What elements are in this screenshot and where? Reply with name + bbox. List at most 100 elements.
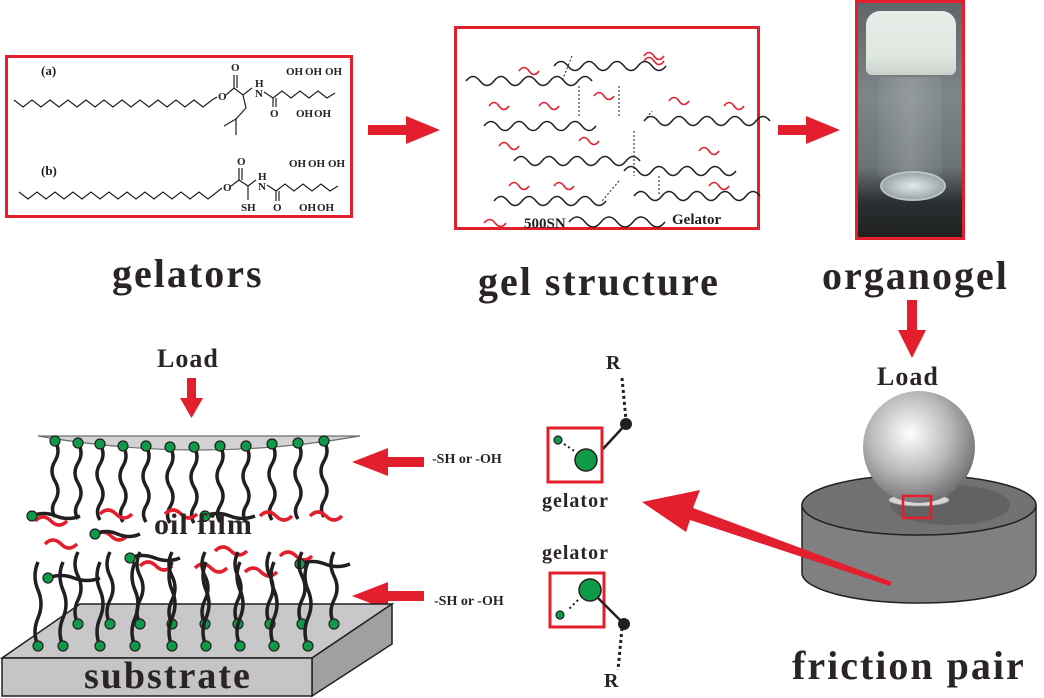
legend-gelator-swatch: [568, 216, 666, 228]
polar-head: [234, 640, 246, 652]
adsorbed-chain: [201, 561, 211, 647]
bottom-green-head-small: [555, 610, 565, 620]
legend-oil-label: 500SN: [524, 216, 566, 232]
friction-load-label: Load: [877, 362, 939, 391]
adsorbed-chain: [141, 445, 151, 523]
polar-head: [268, 640, 280, 652]
gelator-chain: [643, 115, 771, 127]
gel-structure-panel: 500SN Gelator: [454, 26, 771, 232]
polar-head: [266, 438, 278, 450]
svg-text:OH: OH: [317, 202, 335, 214]
top-green-head-large: [574, 448, 598, 472]
svg-text:OH: OH: [314, 108, 332, 120]
svg-text:O: O: [223, 182, 232, 194]
polar-head: [134, 618, 146, 630]
adsorbed-chain: [319, 440, 329, 518]
vial-base: [880, 171, 946, 201]
svg-text:OH: OH: [325, 66, 343, 78]
polar-head: [328, 618, 340, 630]
svg-text:OH: OH: [299, 202, 317, 214]
top-gelator-molecule: [546, 377, 632, 484]
polar-head: [124, 552, 136, 564]
polar-head: [89, 528, 101, 540]
polar-head: [292, 437, 304, 449]
polar-head: [72, 618, 84, 630]
gelators-label: gelators: [112, 251, 264, 296]
adsorbed-chain: [73, 551, 83, 625]
oil-molecule: [308, 510, 344, 522]
gelator-structures: (a) O O H N O OH OH OH OH OH (b) O O H N…: [13, 62, 346, 214]
gelator-chain: [483, 120, 597, 132]
oil-molecule: [668, 96, 690, 106]
free-gelator-chain: [94, 529, 141, 539]
oil-molecule: [163, 508, 199, 520]
polar-head: [164, 441, 176, 453]
arrow-right-icon: [368, 116, 440, 144]
svg-text:O: O: [273, 202, 282, 214]
gelator-chain: [553, 60, 667, 72]
oil-molecule: [278, 550, 314, 562]
compound-b-tag: (b): [41, 163, 57, 178]
svg-text:N: N: [258, 181, 266, 193]
gel-structure-label: gel structure: [478, 259, 720, 304]
arrow-left-icon: [352, 582, 424, 610]
arrow-down-icon: [898, 300, 926, 358]
oil-molecule: [43, 538, 79, 550]
compound-a-ester-o: O: [218, 91, 227, 103]
adsorbed-chain: [269, 561, 279, 647]
free-gelator-chain: [31, 511, 81, 521]
oil-molecule: [698, 146, 720, 156]
contact-zoom-box: [901, 494, 933, 520]
bottom-gelator-label: gelator: [542, 542, 609, 564]
svg-text:SH: SH: [241, 202, 256, 214]
arrow-right-icon: [778, 116, 840, 144]
adsorbed-chain: [241, 445, 251, 523]
polar-head: [200, 640, 212, 652]
polar-head: [302, 640, 314, 652]
arrow-down-icon: [180, 378, 203, 418]
adsorbed-chain: [95, 561, 105, 647]
svg-text:O: O: [270, 108, 279, 120]
adsorbed-chain: [167, 551, 177, 625]
gelators-panel: (a) O O H N O OH OH OH OH OH (b) O O H N…: [5, 55, 353, 218]
substrate-label: substrate: [84, 655, 252, 697]
polar-head: [318, 435, 330, 447]
svg-text:OH: OH: [308, 158, 326, 170]
top-r-label: R: [606, 352, 621, 374]
legend-gelator-label: Gelator: [672, 212, 721, 228]
adsorbed-chain: [105, 551, 115, 625]
adsorbed-chain: [95, 443, 105, 521]
polar-head: [42, 572, 54, 584]
svg-text:N: N: [255, 88, 263, 100]
organogel-label: organogel: [822, 253, 1009, 298]
friction-pair-drawing: [801, 391, 1037, 604]
polar-head: [72, 437, 84, 449]
compound-b-alkyl-chain: [18, 187, 223, 200]
oil-molecule: [593, 91, 615, 101]
adsorbed-chain: [58, 561, 68, 647]
svg-text:O: O: [231, 62, 240, 74]
svg-text:OH: OH: [305, 66, 323, 78]
organogel-photo: [855, 0, 965, 240]
oil-molecule: [723, 101, 745, 111]
adsorbed-chain: [189, 446, 199, 524]
oil-molecule: [258, 510, 294, 522]
adsorbed-chain: [118, 445, 128, 523]
friction-pair-label: friction pair: [792, 643, 1026, 688]
polar-head: [49, 435, 61, 447]
polar-head: [140, 440, 152, 452]
svg-text:OH: OH: [286, 66, 304, 78]
adsorbed-chain: [73, 442, 83, 520]
oil-molecule: [553, 181, 575, 191]
legend-oil-swatch: [483, 218, 507, 228]
polar-head: [32, 640, 44, 652]
vial-gel-top: [866, 11, 956, 75]
gelator-chain: [493, 195, 607, 207]
polar-head: [57, 640, 69, 652]
oil-molecule: [193, 562, 229, 574]
gelator-chain: [465, 75, 593, 87]
adsorbed-chain: [329, 551, 339, 625]
polar-head: [166, 640, 178, 652]
steel-ball: [863, 391, 975, 503]
adsorbed-chain: [303, 561, 313, 647]
